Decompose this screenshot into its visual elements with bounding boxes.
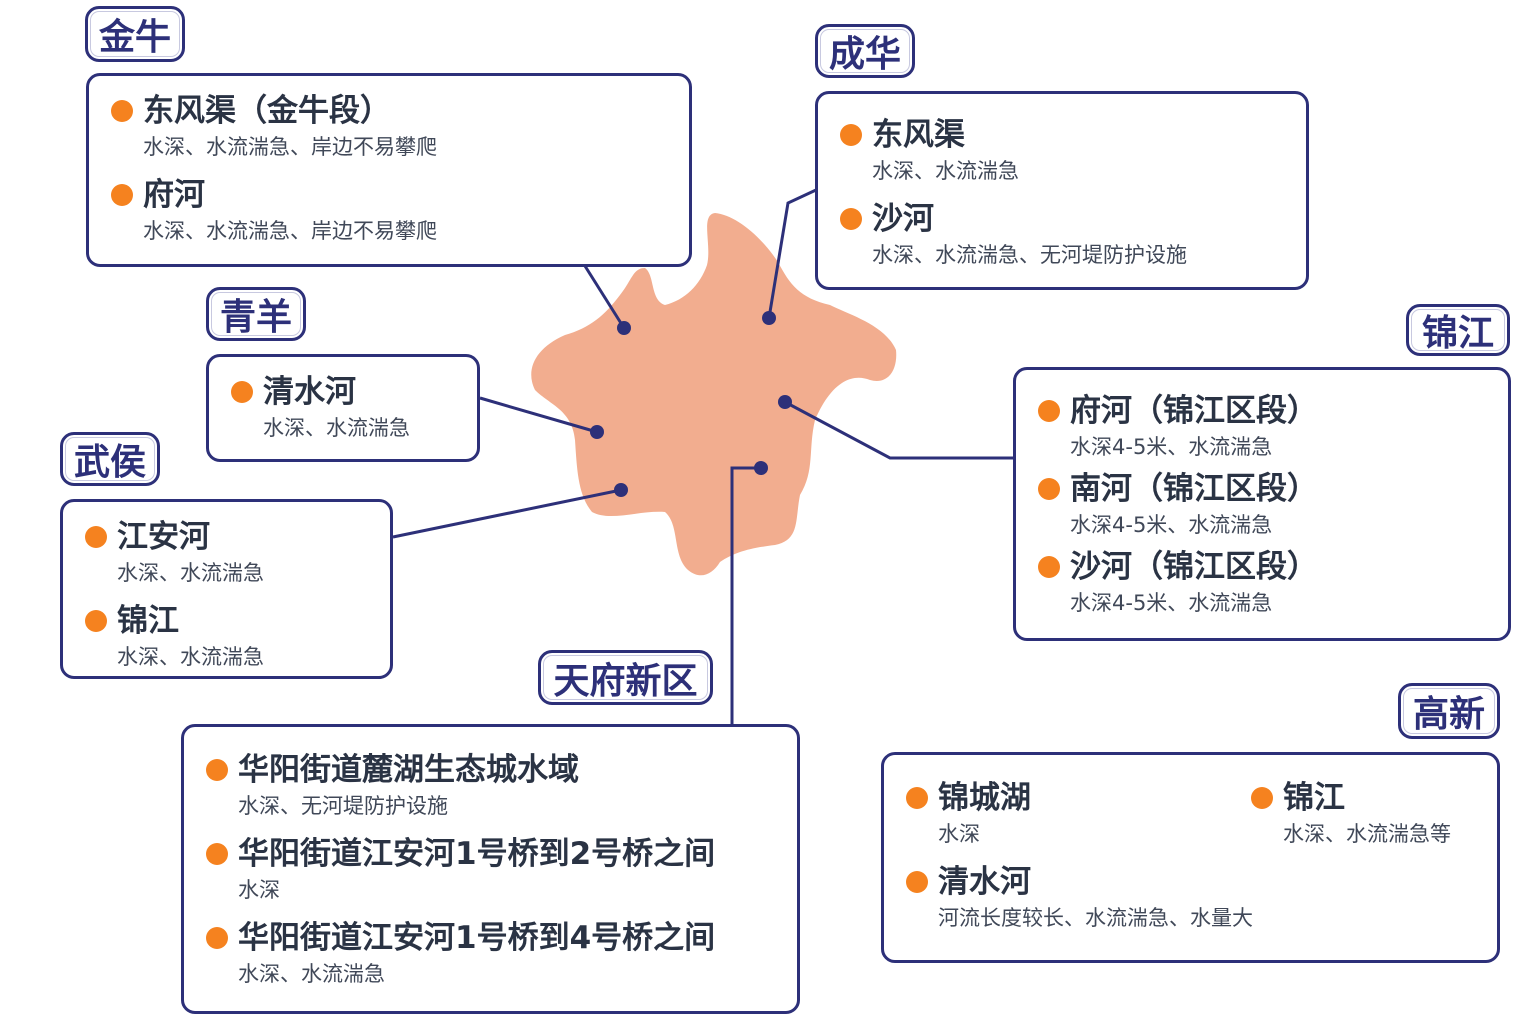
river-item: 华阳街道江安河1号桥到4号桥之间水深、水流湍急 [206, 917, 777, 989]
connector-jinniu [583, 265, 626, 329]
river-desc: 水深、水流湍急、岸边不易攀爬 [143, 219, 437, 243]
river-desc: 水深、水流湍急、无河堤防护设施 [872, 243, 1187, 267]
river-item: 锦江水深、水流湍急 [85, 600, 370, 672]
river-desc: 水深、无河堤防护设施 [238, 794, 448, 818]
district-box-tianfu: 华阳街道麓湖生态城水域水深、无河堤防护设施 华阳街道江安河1号桥到2号桥之间水深… [181, 724, 800, 1014]
location-dot [614, 483, 628, 497]
location-dot [754, 461, 768, 475]
bullet-icon [1038, 478, 1060, 500]
river-desc: 水深、水流湍急 [238, 962, 385, 986]
connector-tianfu [730, 466, 761, 724]
bullet-icon [840, 208, 862, 230]
river-desc: 水深、水流湍急 [117, 645, 264, 669]
bullet-icon [231, 381, 253, 403]
district-box-jinjiang: 府河（锦江区段）水深4-5米、水流湍急 南河（锦江区段）水深4-5米、水流湍急 … [1013, 367, 1511, 641]
bullet-icon [206, 927, 228, 949]
river-desc: 水深 [938, 822, 980, 846]
river-item: 府河（锦江区段） 水深4-5米、水流湍急 [1038, 390, 1488, 462]
river-desc: 水深、水流湍急 [872, 159, 1019, 183]
river-item: 华阳街道麓湖生态城水域水深、无河堤防护设施 [206, 749, 777, 821]
district-tag-qingyang: 青羊 [206, 287, 306, 341]
bullet-icon [1251, 787, 1273, 809]
district-box-qingyang: 清水河水深、水流湍急 [206, 354, 480, 462]
river-desc: 河流长度较长、水流湍急、水量大 [938, 906, 1253, 930]
bullet-icon [85, 610, 107, 632]
river-desc: 水深、水流湍急 [117, 561, 264, 585]
river-item: 沙河水深、水流湍急、无河堤防护设施 [840, 198, 1286, 270]
river-title: 江安河 [117, 519, 210, 555]
district-tag-wuhou: 武侯 [60, 432, 160, 486]
connector-chenghua [767, 188, 817, 319]
river-title: 华阳街道江安河1号桥到4号桥之间 [238, 920, 716, 956]
location-dot [617, 321, 631, 335]
river-desc: 水深 [238, 878, 280, 902]
connector-wuhou [392, 488, 622, 539]
bullet-icon [111, 184, 133, 206]
river-title: 华阳街道麓湖生态城水域 [238, 752, 579, 788]
district-tag-tianfu: 天府新区 [538, 650, 713, 705]
river-title: 东风渠 [872, 117, 965, 153]
river-item: 清水河河流长度较长、水流湍急、水量大 [906, 861, 1477, 933]
district-tag-jinniu: 金牛 [85, 6, 185, 62]
river-title: 锦江 [1283, 780, 1345, 816]
district-tag-gaoxin: 高新 [1398, 683, 1500, 739]
river-desc: 水深4-5米、水流湍急 [1070, 513, 1273, 537]
river-desc: 水深、水流湍急 [263, 416, 410, 440]
river-item: 清水河水深、水流湍急 [231, 371, 457, 443]
river-item: 锦城湖水深 [906, 777, 1251, 849]
river-title: 华阳街道江安河1号桥到2号桥之间 [238, 836, 716, 872]
connector-qingyang [479, 396, 598, 434]
location-dot [762, 311, 776, 325]
district-tag-chenghua: 成华 [815, 24, 915, 78]
connector-jinjiang [784, 400, 1014, 460]
bullet-icon [840, 124, 862, 146]
river-title: 锦江 [117, 603, 179, 639]
district-box-gaoxin: 锦城湖水深 锦江水深、水流湍急等 清水河河流长度较长、水流湍急、水量大 [881, 752, 1500, 963]
river-desc: 水深、水流湍急等 [1283, 822, 1451, 846]
bullet-icon [1038, 556, 1060, 578]
river-item: 东风渠（金牛段） 水深、水流湍急、岸边不易攀爬 [111, 90, 669, 162]
bullet-icon [1038, 400, 1060, 422]
river-title: 沙河（锦江区段） [1070, 549, 1318, 585]
river-item: 江安河水深、水流湍急 [85, 516, 370, 588]
bullet-icon [206, 759, 228, 781]
bullet-icon [906, 871, 928, 893]
river-desc: 水深4-5米、水流湍急 [1070, 435, 1273, 459]
bullet-icon [111, 100, 133, 122]
district-tag-jinjiang: 锦江 [1406, 304, 1510, 356]
location-dot [778, 395, 792, 409]
river-title: 南河（锦江区段） [1070, 471, 1318, 507]
river-item: 东风渠水深、水流湍急 [840, 114, 1286, 186]
river-title: 沙河 [872, 201, 934, 237]
river-title: 府河 [143, 177, 205, 213]
river-title: 清水河 [938, 864, 1031, 900]
bullet-icon [85, 526, 107, 548]
river-item: 锦江水深、水流湍急等 [1251, 777, 1477, 849]
district-box-chenghua: 东风渠水深、水流湍急 沙河水深、水流湍急、无河堤防护设施 [815, 91, 1309, 290]
bullet-icon [206, 843, 228, 865]
river-desc: 水深4-5米、水流湍急 [1070, 591, 1273, 615]
river-item: 沙河（锦江区段） 水深4-5米、水流湍急 [1038, 546, 1488, 618]
district-box-jinniu: 东风渠（金牛段）水深、水流湍急、岸边不易攀爬 府河水深、水流湍急、岸边不易攀爬 [86, 73, 692, 267]
river-item: 华阳街道江安河1号桥到2号桥之间水深 [206, 833, 777, 905]
river-item: 南河（锦江区段） 水深4-5米、水流湍急 [1038, 468, 1488, 540]
river-title: 府河（锦江区段） [1070, 393, 1318, 429]
location-dot [590, 425, 604, 439]
river-item: 府河水深、水流湍急、岸边不易攀爬 [111, 174, 669, 246]
river-desc: 水深、水流湍急、岸边不易攀爬 [143, 135, 437, 159]
district-box-wuhou: 江安河水深、水流湍急 锦江水深、水流湍急 [60, 499, 393, 679]
river-title: 清水河 [263, 374, 356, 410]
bullet-icon [906, 787, 928, 809]
river-title: 东风渠（金牛段） [143, 93, 391, 129]
river-title: 锦城湖 [938, 780, 1031, 816]
